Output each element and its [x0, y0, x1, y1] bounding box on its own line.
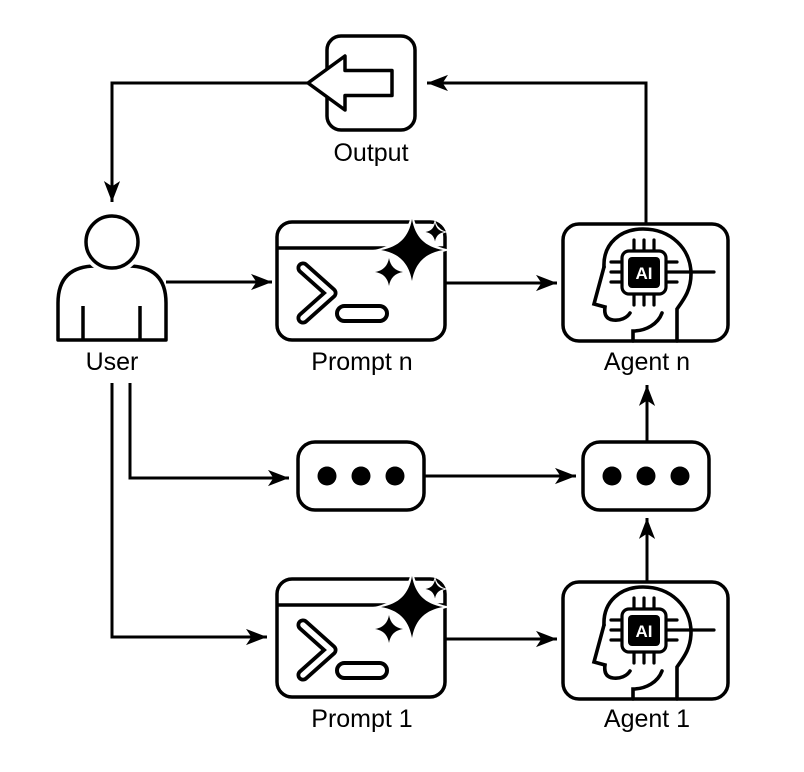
dot: [317, 466, 337, 486]
terminal-sparkle-icon: [275, 211, 451, 342]
agent-1-node: [561, 580, 730, 701]
output-node: [306, 34, 417, 132]
terminal-cursor-bar: [335, 304, 389, 323]
edge-user-to-ellipsis-left: [128, 383, 289, 487]
user-label: User: [86, 348, 139, 376]
agent-1-label: Agent 1: [604, 705, 690, 733]
agent-n-label: Agent n: [604, 348, 690, 376]
person-icon: [56, 210, 168, 342]
chip-inner: [628, 257, 660, 288]
head-neck-jaw-outline: [631, 311, 664, 343]
person-head: [84, 214, 140, 270]
ai-head-chip-icon: AI: [591, 227, 716, 343]
agent-n-node: AI: [561, 222, 730, 343]
edge-agent-n-to-output: [427, 74, 648, 223]
dot: [385, 466, 405, 486]
head-face-outline: [591, 265, 632, 322]
export-left-arrow-icon: [306, 54, 394, 112]
ellipsis-left-node: [296, 440, 426, 512]
user-node: [56, 210, 168, 342]
head-cranium-outline: [602, 227, 693, 343]
edge-output-to-user: [103, 81, 308, 202]
terminal-chevron-inner: [300, 265, 334, 321]
dot: [351, 466, 371, 486]
ellipsis-right-node: [581, 440, 711, 512]
three-dots-icon: [317, 466, 405, 486]
prompt-n-node: [275, 211, 451, 342]
output-label: Output: [333, 139, 408, 167]
node-labels: Output User Prompt n Agent n Prompt 1 Ag…: [86, 139, 690, 733]
prompt-n-label: Prompt n: [311, 348, 412, 376]
edge-user-to-prompt-1: [110, 383, 267, 646]
person-torso: [56, 264, 168, 342]
prompt-1-label: Prompt 1: [311, 705, 412, 733]
edges: [103, 74, 656, 648]
chip-label: AI: [636, 264, 653, 283]
chip-pins: [609, 238, 716, 307]
prompt-1-node: [277, 568, 451, 697]
